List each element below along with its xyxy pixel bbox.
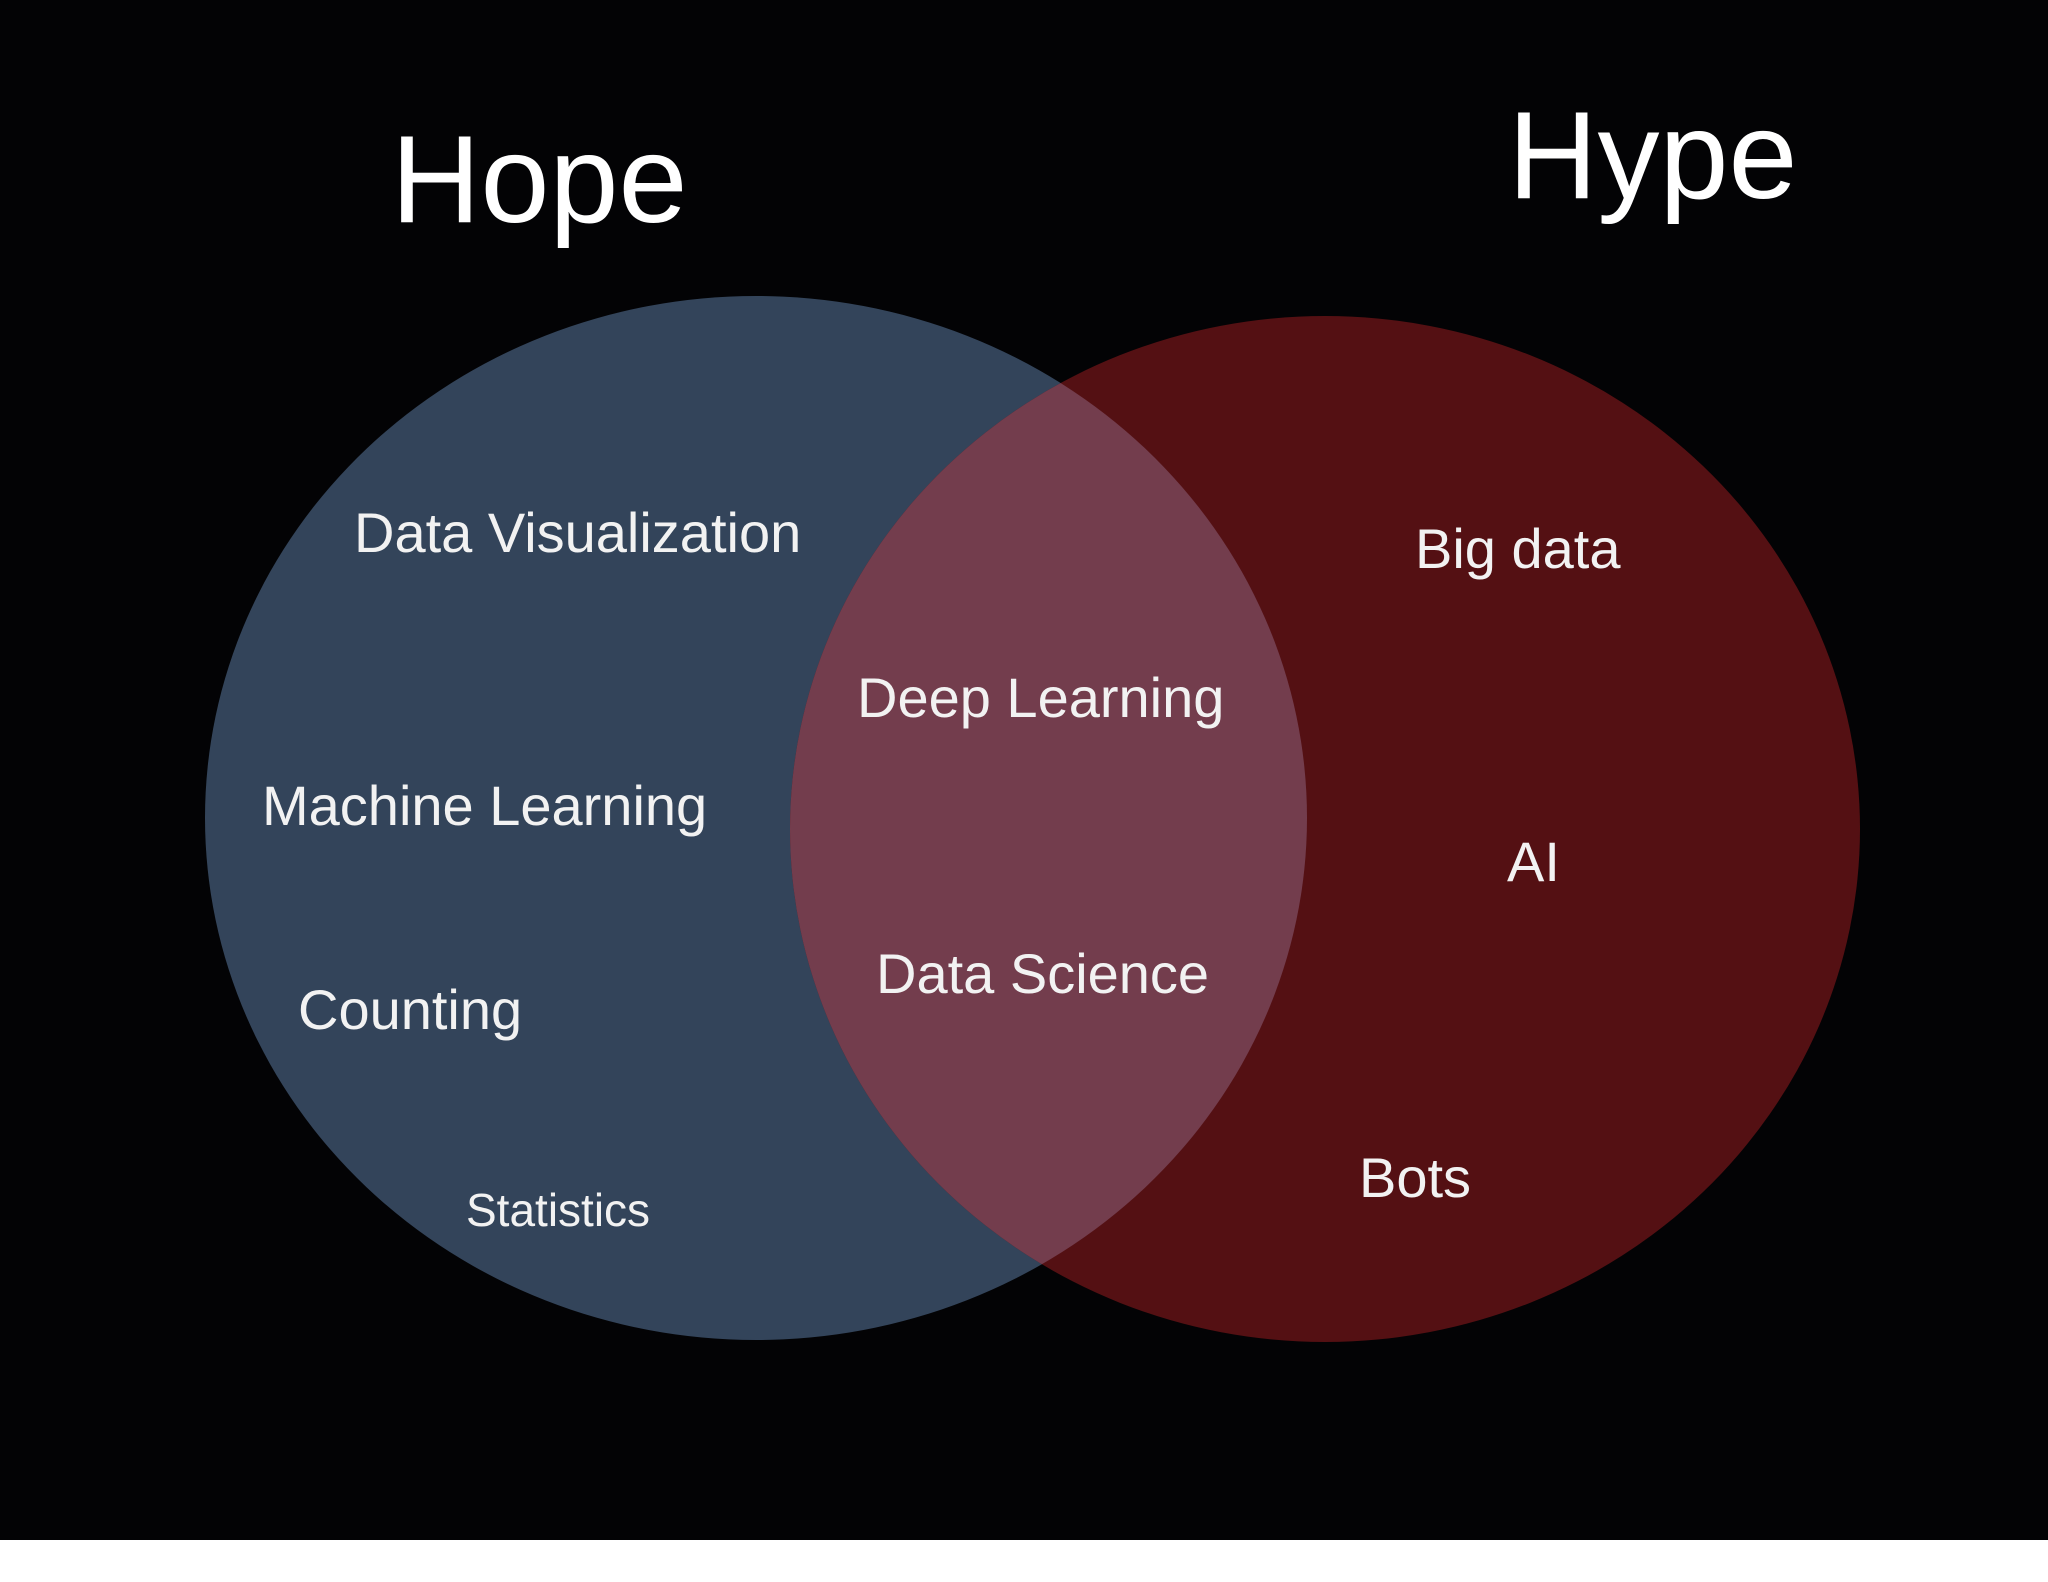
hype-item-bots: Bots: [1359, 1146, 1472, 1209]
hope-item-data-visualization: Data Visualization: [354, 501, 802, 564]
hope-item-machine-learning: Machine Learning: [262, 774, 708, 837]
overlap-item-data-science: Data Science: [876, 942, 1210, 1005]
hype-item-ai: AI: [1507, 830, 1560, 893]
hype-item-big-data: Big data: [1415, 517, 1621, 580]
overlap-region: [790, 316, 1307, 1340]
bottom-margin: [0, 1540, 2048, 1582]
overlap-item-deep-learning: Deep Learning: [857, 666, 1225, 729]
hope-title: Hope: [391, 111, 688, 249]
venn-diagram: [205, 296, 1860, 1342]
hope-item-counting: Counting: [298, 978, 523, 1041]
venn-slide: Hope Hype Data Visualization Machine Lea…: [0, 0, 2048, 1540]
hype-title: Hype: [1508, 87, 1798, 225]
hope-item-statistics: Statistics: [466, 1184, 651, 1236]
